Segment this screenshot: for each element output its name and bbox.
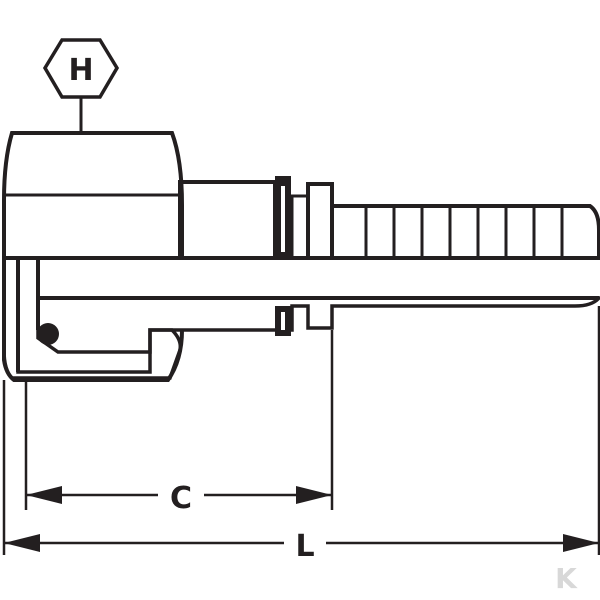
- brand-watermark-logo: K: [555, 562, 578, 595]
- hex-nut: [1, 131, 184, 260]
- svg-text:K: K: [555, 562, 578, 595]
- hex-size-symbol: H: [42, 38, 120, 132]
- o-ring: [275, 176, 291, 258]
- fitting-neck: [178, 180, 277, 260]
- dimension-c: C: [26, 481, 332, 516]
- collar: [290, 182, 334, 260]
- section-view: [1, 256, 600, 382]
- seal-ball: [37, 323, 59, 345]
- c-dimension-label: C: [170, 481, 192, 516]
- dimension-l: L: [4, 529, 599, 564]
- l-dimension-label: L: [295, 529, 314, 564]
- extension-lines: [2, 306, 600, 555]
- hex-label: H: [68, 53, 93, 88]
- hose-barb-tail: [330, 204, 600, 260]
